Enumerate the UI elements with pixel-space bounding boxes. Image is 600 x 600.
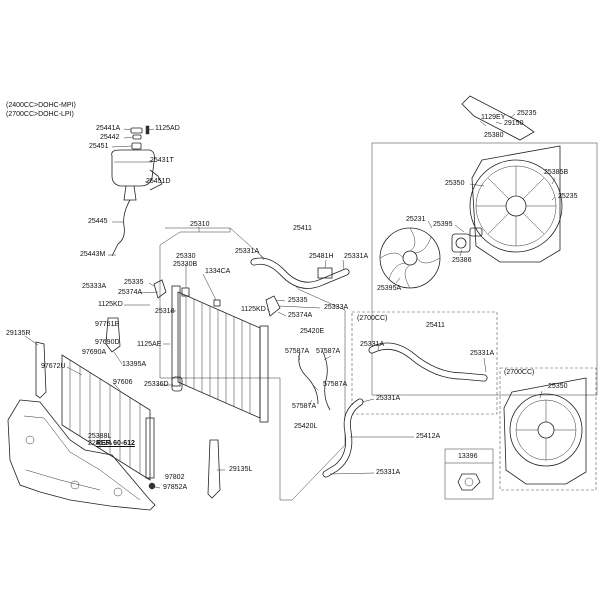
reference-link-60-612[interactable]: REF. 60-612 (96, 440, 135, 447)
leader-lines (24, 113, 556, 489)
oil-cooler-hose (298, 351, 319, 405)
part-label-25333a-a[interactable]: 25333A (82, 283, 107, 290)
upper-hose-25411 (250, 257, 350, 289)
part-label-57587a-b[interactable]: 57587A (316, 348, 341, 355)
radiator (171, 285, 269, 423)
part-label-13396[interactable]: 13396 (458, 453, 478, 460)
fan-shroud-box (371, 142, 598, 396)
upper-hose-2700cc (368, 342, 488, 382)
part-label-25331a-f[interactable]: 25331A (470, 350, 495, 357)
part-label-57587a-a[interactable]: 57587A (285, 348, 310, 355)
part-label-25412a[interactable]: 25412A (416, 433, 441, 440)
part-label-97690d[interactable]: 97690D (95, 339, 120, 346)
part-label-25411-a[interactable]: 25411 (293, 225, 312, 232)
part-label-25335-b[interactable]: 25335 (288, 297, 308, 304)
part-label-1125ae[interactable]: 1125AE (137, 341, 162, 348)
part-label-25331a-c[interactable]: 25331A (376, 395, 401, 402)
box-label-2700cc-a: (2700CC) (357, 315, 388, 322)
part-label-25420l[interactable]: 25420L (294, 423, 318, 430)
part-label-22412a[interactable]: 22412A (88, 440, 113, 447)
shroud-upper-bracket (461, 95, 535, 141)
part-label-25386[interactable]: 25386 (452, 257, 472, 264)
part-label-25442[interactable]: 25442 (100, 134, 120, 141)
part-label-1125kd-b[interactable]: 1125KD (241, 306, 266, 313)
part-label-13395a[interactable]: 13395A (122, 361, 147, 368)
bracket-97690d (105, 317, 121, 353)
part-label-25231[interactable]: 25231 (406, 216, 426, 223)
reservoir-tank (111, 125, 163, 201)
part-label-25431t[interactable]: 25431T (150, 157, 174, 164)
fan-motor (451, 227, 483, 253)
part-label-25451[interactable]: 25451 (89, 143, 109, 150)
part-label-25420e[interactable]: 25420E (300, 328, 325, 335)
part-label-25318[interactable]: 25318 (155, 308, 175, 315)
part-label-25388l[interactable]: 25388L (88, 433, 112, 440)
part-label-97690a[interactable]: 97690A (82, 349, 107, 356)
part-label-25335-a[interactable]: 25335 (124, 279, 144, 286)
part-label-1129ey[interactable]: 1129EY (481, 114, 506, 121)
part-label-29135r[interactable]: 29135R (6, 330, 31, 337)
part-label-29150[interactable]: 29150 (504, 120, 524, 127)
part-label-97672u[interactable]: 97672U (41, 363, 66, 370)
part-label-25445[interactable]: 25445 (88, 218, 108, 225)
front-carrier (7, 399, 156, 511)
part-label-25330[interactable]: 25330 (176, 253, 196, 260)
part-label-25331a-d[interactable]: 25331A (376, 469, 401, 476)
box-2700cc-hose (351, 311, 498, 415)
bracket-25333a-right (265, 295, 281, 317)
part-label-25310[interactable]: 25310 (190, 221, 210, 228)
part-label-25411-b[interactable]: 25411 (426, 322, 445, 329)
air-guard-right (35, 341, 47, 399)
part-label-25374a-a[interactable]: 25374A (118, 289, 143, 296)
fan-shroud (469, 145, 563, 263)
part-label-97761p[interactable]: 97761P (95, 321, 120, 328)
part-label-97606[interactable]: 97606 (113, 379, 133, 386)
part-label-25331a-a[interactable]: 25331A (235, 248, 260, 255)
part-label-25374a-b[interactable]: 25374A (288, 312, 313, 319)
box-2700cc-shroud (499, 367, 597, 491)
fan-blade (379, 227, 441, 289)
part-label-25481h[interactable]: 25481H (309, 253, 334, 260)
part-label-25333a-b[interactable]: 25333A (324, 304, 349, 311)
part-label-25451d[interactable]: 25451D (146, 178, 171, 185)
condenser (61, 354, 156, 490)
part-label-25395[interactable]: 25395 (433, 221, 453, 228)
part-label-25350-b[interactable]: 25350 (548, 383, 568, 390)
part-label-1125ad[interactable]: 1125AD (155, 125, 180, 132)
part-label-1125kd-a[interactable]: 1125KD (98, 301, 123, 308)
radiator-group-outline (159, 227, 346, 501)
part-13396-grommet (457, 473, 481, 491)
part-label-1334ca[interactable]: 1334CA (205, 268, 231, 275)
box-13396 (444, 448, 494, 500)
part-label-25395a[interactable]: 25395A (377, 285, 402, 292)
part-label-57587a-c[interactable]: 57587A (323, 381, 348, 388)
header-engine-2: (2700CC>DOHC-LPI) (6, 111, 74, 118)
overflow-hose (111, 199, 131, 257)
lower-hose-25412a (322, 398, 364, 478)
fan-shroud-2700cc (503, 377, 587, 485)
part-label-97802[interactable]: 97802 (165, 474, 185, 481)
header-engine-1: (2400CC>DOHC-MPI) (6, 102, 76, 109)
part-label-25331a-b[interactable]: 25331A (344, 253, 369, 260)
part-label-25235-a[interactable]: 25235 (517, 110, 537, 117)
part-label-25441a[interactable]: 25441A (96, 125, 121, 132)
part-label-25350-a[interactable]: 25350 (445, 180, 465, 187)
part-label-25330b[interactable]: 25330B (173, 261, 198, 268)
box-label-2700cc-b: (2700CC) (504, 369, 535, 376)
part-label-25336d[interactable]: 25336D (144, 381, 169, 388)
part-label-25380[interactable]: 25380 (484, 132, 504, 139)
part-label-97852a[interactable]: 97852A (163, 484, 188, 491)
air-guard-left (207, 439, 221, 499)
part-label-25443m[interactable]: 25443M (80, 251, 106, 258)
bracket-25333a (153, 279, 167, 299)
part-label-25385b[interactable]: 25385B (544, 169, 569, 176)
part-label-29135l[interactable]: 29135L (229, 466, 253, 473)
part-label-25235-b[interactable]: 25235 (558, 193, 578, 200)
part-label-57587a-d[interactable]: 57587A (292, 403, 317, 410)
part-label-25331a-e[interactable]: 25331A (360, 341, 385, 348)
